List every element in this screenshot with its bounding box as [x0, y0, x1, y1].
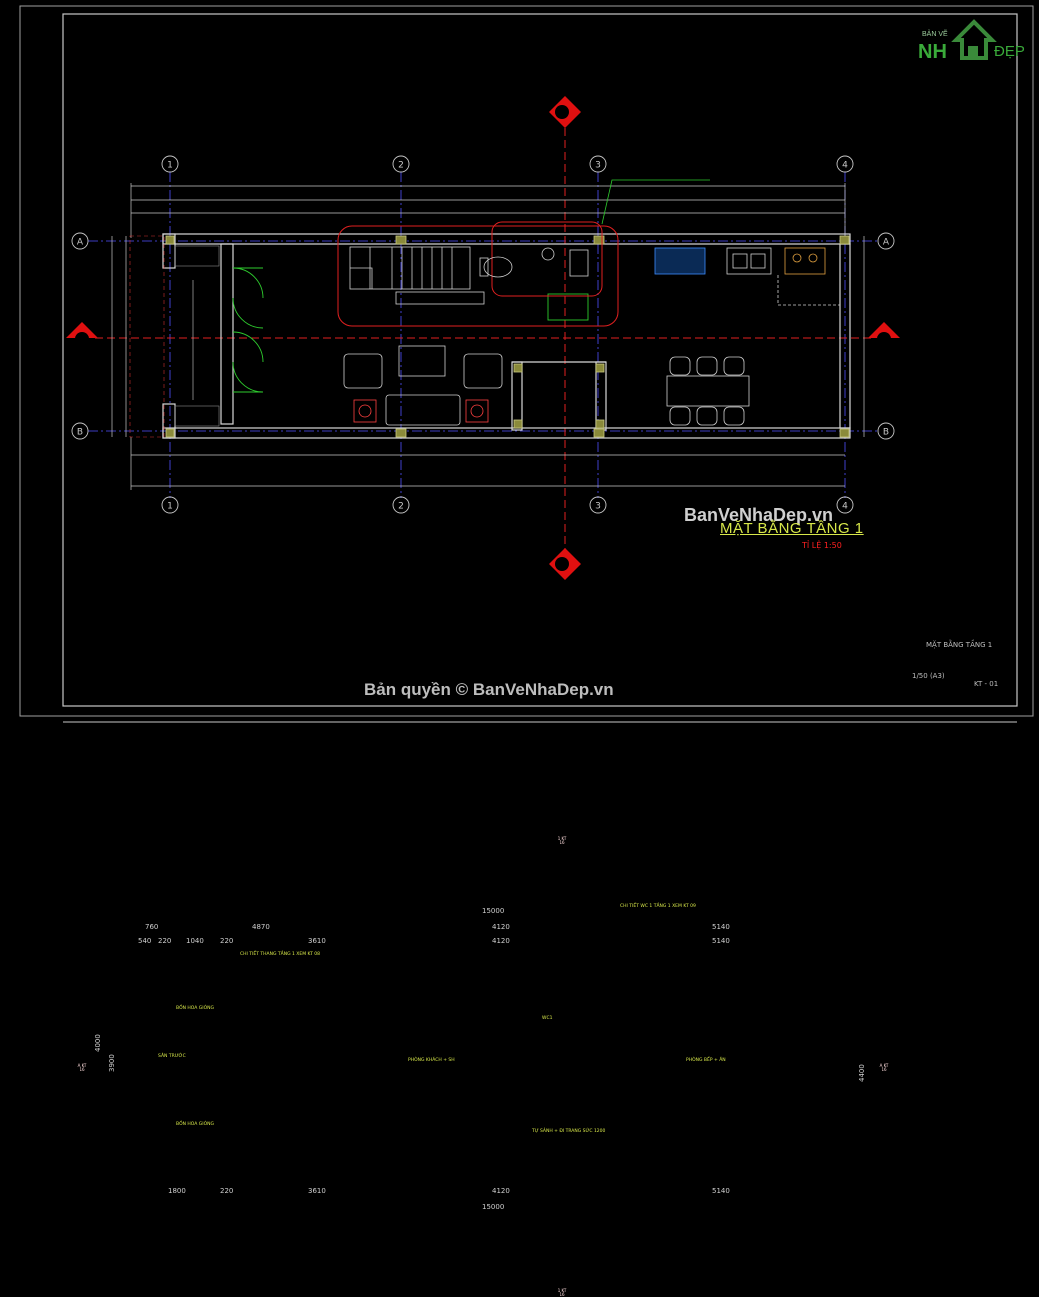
watermark-bottom: Bản quyền © BanVeNhaDep.vn	[364, 680, 614, 699]
room-label: PHÒNG KHÁCH + SH	[408, 1058, 455, 1063]
doors	[232, 267, 589, 393]
dim-top-row2: 4120	[492, 937, 510, 945]
dim-top-row2: 220	[220, 937, 234, 945]
dim-top-row2: 3610	[308, 937, 326, 945]
dim-top-row2: 5140	[712, 937, 730, 945]
dim-top-row2: 220	[158, 937, 172, 945]
grid-bubble-row-A-right	[877, 232, 895, 250]
svg-text:ĐẸP: ĐẸP	[994, 43, 1025, 60]
room-label: SÂN TRƯỚC	[158, 1054, 186, 1059]
dim-bottom-row1: 5140	[712, 1187, 730, 1195]
grid-bubble-col-4-top-label: 4	[842, 161, 848, 171]
watermark-top: BanVeNhaDep.vn	[684, 505, 834, 525]
dim-top-total: 15000	[482, 907, 505, 915]
section-mark-bottom-text: 1 KT 16	[557, 1288, 567, 1297]
section-cut-lines	[95, 128, 875, 555]
grid-bubble-col-2-bottom	[392, 496, 410, 514]
grid-bubble-col-4-bottom	[836, 496, 854, 514]
dining-set	[666, 356, 750, 426]
section-mark-left-text: A KT 16	[77, 1063, 87, 1072]
grid-bubble-row-A-left-label: A	[77, 238, 84, 248]
grid-bubble-row-A-left	[71, 232, 89, 250]
svg-text:BẢN VẼ: BẢN VẼ	[922, 29, 948, 38]
room-label: CHI TIẾT WC 1 TẦNG 1 XEM KT 09	[620, 904, 696, 909]
staircase	[349, 246, 485, 305]
living-room-furniture	[343, 345, 503, 426]
section-mark-right-text: A KT 16	[879, 1063, 889, 1072]
room-label: BỒN HOA GIÓNG	[176, 1006, 214, 1011]
dim-bottom-total: 15000	[482, 1203, 505, 1211]
grid-bubble-col-1-top	[161, 155, 179, 173]
dim-top-row1: 5140	[712, 923, 730, 931]
dim-right: 4400	[858, 1064, 866, 1082]
column-posts	[165, 235, 850, 438]
drawing-title: MẶT BẰNG TẦNG 1	[720, 520, 864, 537]
dim-bottom-row1: 3610	[308, 1187, 326, 1195]
dim-bottom-row1: 4120	[492, 1187, 510, 1195]
svg-text:NH: NH	[918, 41, 947, 63]
grid-bubble-col-3-top	[589, 155, 607, 173]
section-mark-left	[66, 322, 98, 338]
section-mark-top-text: 1 KT 16	[557, 836, 567, 845]
room-label: PHÒNG BẾP + ĂN	[686, 1058, 726, 1063]
grid-bubble-col-1-bottom	[161, 496, 179, 514]
callout-clouds	[337, 221, 619, 327]
room-label: TỰ SẢNH + ĐI TRANG SỨC 1200	[532, 1129, 606, 1134]
grid-bubble-row-B-right	[877, 422, 895, 440]
dim-top-row2: 1040	[186, 937, 204, 945]
grid-bubble-col-4-top	[836, 155, 854, 173]
dimension-lines	[111, 183, 865, 490]
dim-bottom-row1: 220	[220, 1187, 234, 1195]
kitchen-fixtures	[654, 247, 840, 306]
room-label: BỒN HOA GIÓNG	[176, 1122, 214, 1127]
grid-bubble-col-2-bottom-label: 2	[398, 502, 404, 512]
grid-lines	[88, 172, 880, 498]
dim-top-row1: 760	[145, 923, 159, 931]
title-block-sheet-no: KT - 01	[974, 680, 999, 688]
dim-left-2: 3900	[108, 1054, 116, 1072]
grid-bubble-col-2-top-label: 2	[398, 161, 404, 171]
section-marks	[66, 96, 900, 580]
dim-top-row2: 540	[138, 937, 152, 945]
grid-bubble-col-1-top-label: 1	[167, 161, 173, 171]
grid-bubble-row-A-right-label: A	[883, 238, 890, 248]
grid-bubble-col-3-bottom-label: 3	[595, 502, 601, 512]
wc-fixtures	[479, 247, 589, 278]
section-mark-right	[868, 322, 900, 338]
callout-leader	[601, 179, 710, 225]
grid-bubble-col-3-bottom	[589, 496, 607, 514]
grid-bubble-row-B-left	[71, 422, 89, 440]
drawing-scale: TỈ LỆ 1:50	[802, 541, 842, 550]
grid-bubble-col-4-bottom-label: 4	[842, 502, 848, 512]
title-block-paper: 1/50 (A3)	[912, 672, 945, 680]
site-logo: BẢN VẼ NH ĐẸP	[918, 19, 1025, 63]
grid-bubble-col-1-bottom-label: 1	[167, 502, 173, 512]
sheet-inner-border	[62, 13, 1018, 707]
grid-bubble-col-2-top	[392, 155, 410, 173]
grid-bubble-col-3-top-label: 3	[595, 161, 601, 171]
dim-bottom-row1: 1800	[168, 1187, 186, 1195]
title-block-sheet-name: MẶT BẰNG TẦNG 1	[926, 641, 993, 649]
dim-top-row1: 4120	[492, 923, 510, 931]
grid-bubble-row-B-right-label: B	[883, 428, 889, 438]
dim-left-1: 4000	[94, 1034, 102, 1052]
dim-top-row1: 4870	[252, 923, 270, 931]
room-label: CHI TIẾT THANG TẦNG 1 XEM KT 08	[240, 952, 321, 957]
front-planters	[129, 235, 220, 438]
sheet-outer-border	[19, 5, 1034, 717]
room-label: WC1	[542, 1016, 553, 1021]
grid-bubble-row-B-left-label: B	[77, 428, 83, 438]
